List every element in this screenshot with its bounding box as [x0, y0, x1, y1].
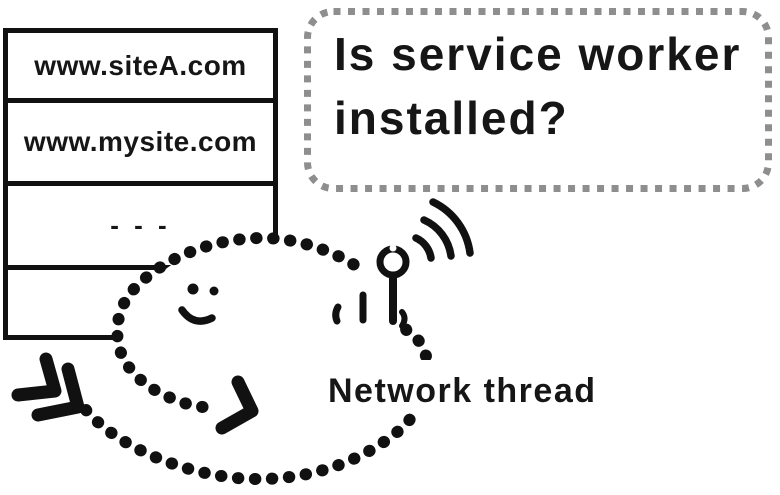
speech-bubble: Is service worker installed?	[304, 8, 772, 192]
speed-chevrons-icon	[11, 352, 85, 422]
table-row: www.siteA.com	[8, 33, 273, 103]
speech-bubble-text: Is service worker installed?	[334, 28, 742, 144]
network-thread-circle	[80, 231, 434, 486]
smiley-face-icon	[178, 283, 219, 325]
antenna-signal-icon	[332, 198, 474, 329]
origin-label: www.mysite.com	[23, 126, 258, 157]
bubble-dashed-border	[304, 8, 772, 192]
spin-arrow-icon	[215, 375, 259, 435]
origin-label: www.siteA.com	[34, 49, 247, 81]
network-thread-label: Network thread	[318, 360, 607, 413]
table-row: - - -	[8, 186, 273, 270]
table-row: www.mysite.com	[8, 103, 273, 186]
dotted-spiral-path	[80, 231, 434, 486]
ellipsis-label: - - -	[110, 210, 171, 240]
